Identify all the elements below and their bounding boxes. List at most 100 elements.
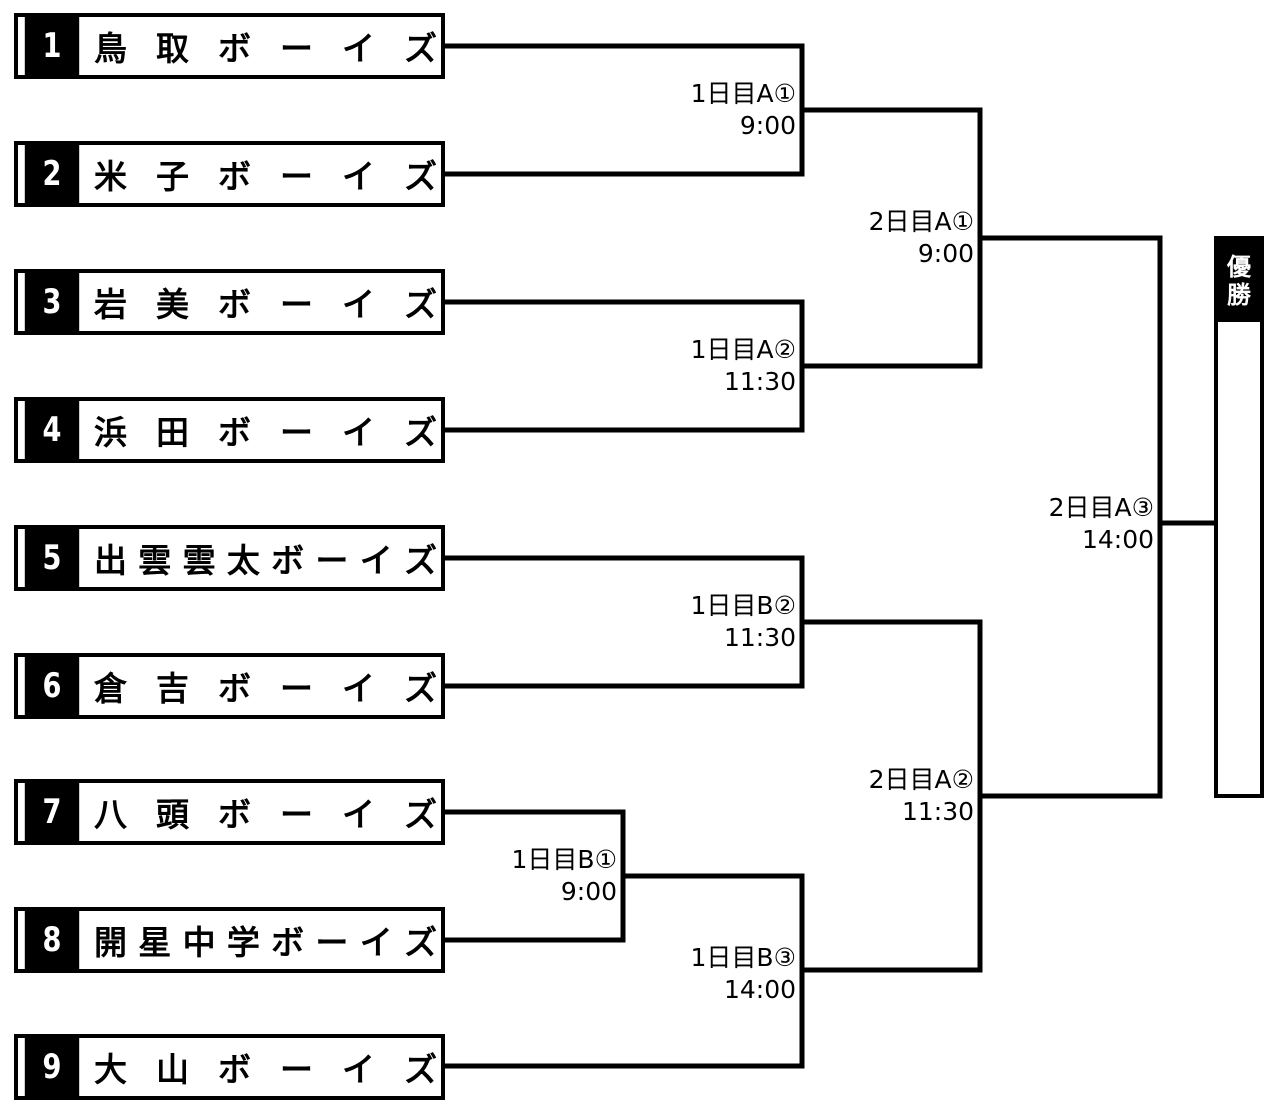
- team-slot-6: 6 倉 吉 ボ ー イ ズ: [14, 653, 445, 719]
- team-name-char: イ: [342, 669, 375, 708]
- match-time: 9:00: [560, 877, 617, 906]
- team-name-char: ー: [280, 795, 313, 834]
- team-name-char: ー: [315, 541, 349, 580]
- match-label-2a3: 2日目A③ 14:00: [1049, 492, 1154, 556]
- team-name-char: ー: [280, 669, 313, 708]
- seed-number: 9: [24, 1038, 80, 1096]
- match-label-1b2: 1日目B② 11:30: [691, 590, 796, 654]
- team-name-char: ボ: [271, 541, 305, 580]
- team-slot-2: 2 米 子 ボ ー イ ズ: [14, 141, 445, 207]
- team-name-char: イ: [359, 541, 393, 580]
- team-name-char: ズ: [404, 285, 437, 324]
- team-name-char: 出: [94, 541, 127, 580]
- line-match-b3: [442, 873, 805, 1069]
- team-name-char: 雲: [182, 541, 216, 580]
- match-time: 9:00: [917, 239, 974, 268]
- team-name-char: ズ: [404, 1050, 437, 1089]
- champion-header: 優 勝: [1218, 240, 1260, 322]
- match-label-2a2: 2日目A② 11:30: [869, 764, 974, 828]
- team-name-char: ズ: [403, 923, 437, 962]
- match-round-label: 2日目A③: [1048, 493, 1154, 522]
- team-name-char: ズ: [403, 541, 437, 580]
- team-name-char: ズ: [404, 669, 437, 708]
- team-name: 大 山 ボ ー イ ズ: [86, 1038, 441, 1096]
- team-name-char: イ: [342, 1050, 375, 1089]
- team-name: 八 頭 ボ ー イ ズ: [86, 783, 441, 841]
- seed-number: 2: [24, 145, 80, 203]
- team-slot-7: 7 八 頭 ボ ー イ ズ: [14, 779, 445, 845]
- team-name: 米 子 ボ ー イ ズ: [86, 145, 441, 203]
- team-name-char: イ: [342, 413, 375, 452]
- team-name-char: ボ: [218, 795, 251, 834]
- champion-box: 優 勝: [1214, 236, 1264, 798]
- match-round-label: 1日目B③: [690, 943, 796, 972]
- team-name-char: 中: [182, 923, 216, 962]
- team-name: 鳥 取 ボ ー イ ズ: [86, 17, 441, 75]
- match-round-label: 2日目A①: [868, 207, 974, 236]
- match-round-label: 1日目B①: [511, 845, 617, 874]
- team-name-char: ボ: [218, 669, 251, 708]
- seed-number: 4: [24, 401, 80, 459]
- team-name-char: 八: [94, 795, 127, 834]
- match-time: 14:00: [723, 975, 796, 1004]
- team-slot-4: 4 浜 田 ボ ー イ ズ: [14, 397, 445, 463]
- team-name-char: イ: [342, 795, 375, 834]
- match-round-label: 2日目A②: [868, 765, 974, 794]
- team-name: 出 雲 雲 太 ボ ー イ ズ: [86, 529, 441, 587]
- team-name-char: 米: [94, 157, 127, 196]
- match-time: 11:30: [723, 367, 796, 396]
- match-label-2a1: 2日目A① 9:00: [869, 206, 974, 270]
- team-name-char: ボ: [218, 29, 251, 68]
- team-name-char: イ: [342, 29, 375, 68]
- team-name-char: 吉: [156, 669, 189, 708]
- match-time: 11:30: [723, 623, 796, 652]
- team-name-char: 頭: [156, 795, 189, 834]
- team-name-char: イ: [342, 157, 375, 196]
- team-name-char: 取: [156, 29, 189, 68]
- team-name-char: 田: [156, 413, 189, 452]
- team-name-char: ズ: [404, 29, 437, 68]
- match-label-1b3: 1日目B③ 14:00: [691, 942, 796, 1006]
- team-name-char: 岩: [94, 285, 127, 324]
- team-name-char: ー: [280, 1050, 313, 1089]
- team-name-char: ボ: [218, 157, 251, 196]
- team-name: 倉 吉 ボ ー イ ズ: [86, 657, 441, 715]
- team-name-char: ズ: [404, 413, 437, 452]
- team-name-char: 星: [138, 923, 172, 962]
- team-name-char: ズ: [404, 157, 437, 196]
- team-name: 岩 美 ボ ー イ ズ: [86, 273, 441, 331]
- team-slot-3: 3 岩 美 ボ ー イ ズ: [14, 269, 445, 335]
- match-time: 14:00: [1081, 525, 1154, 554]
- team-slot-1: 1 鳥 取 ボ ー イ ズ: [14, 13, 445, 79]
- team-name-char: イ: [342, 285, 375, 324]
- match-time: 9:00: [739, 111, 796, 140]
- team-name-char: ー: [280, 157, 313, 196]
- team-name-char: ー: [280, 285, 313, 324]
- team-name-char: 浜: [94, 413, 127, 452]
- champion-label-char: 勝: [1227, 281, 1251, 309]
- team-name-char: 鳥: [94, 29, 127, 68]
- seed-number: 5: [24, 529, 80, 587]
- team-slot-5: 5 出 雲 雲 太 ボ ー イ ズ: [14, 525, 445, 591]
- champion-label-char: 優: [1227, 253, 1251, 281]
- team-name-char: ー: [315, 923, 349, 962]
- team-slot-9: 9 大 山 ボ ー イ ズ: [14, 1034, 445, 1100]
- team-name-char: ボ: [218, 1050, 251, 1089]
- team-name-char: 太: [226, 541, 260, 580]
- match-label-1a2: 1日目A② 11:30: [691, 334, 796, 398]
- seed-number: 7: [24, 783, 80, 841]
- team-name: 浜 田 ボ ー イ ズ: [86, 401, 441, 459]
- team-name-char: ー: [280, 413, 313, 452]
- match-round-label: 1日目B②: [690, 591, 796, 620]
- seed-number: 6: [24, 657, 80, 715]
- team-name-char: ボ: [218, 413, 251, 452]
- team-name-char: ズ: [404, 795, 437, 834]
- match-round-label: 1日目A①: [690, 79, 796, 108]
- match-time: 11:30: [901, 797, 974, 826]
- team-name-char: 大: [94, 1050, 127, 1089]
- match-label-1b1: 1日目B① 9:00: [512, 844, 617, 908]
- team-name-char: 子: [156, 157, 189, 196]
- team-name-char: ボ: [271, 923, 305, 962]
- team-name-char: 山: [156, 1050, 189, 1089]
- seed-number: 8: [24, 911, 80, 969]
